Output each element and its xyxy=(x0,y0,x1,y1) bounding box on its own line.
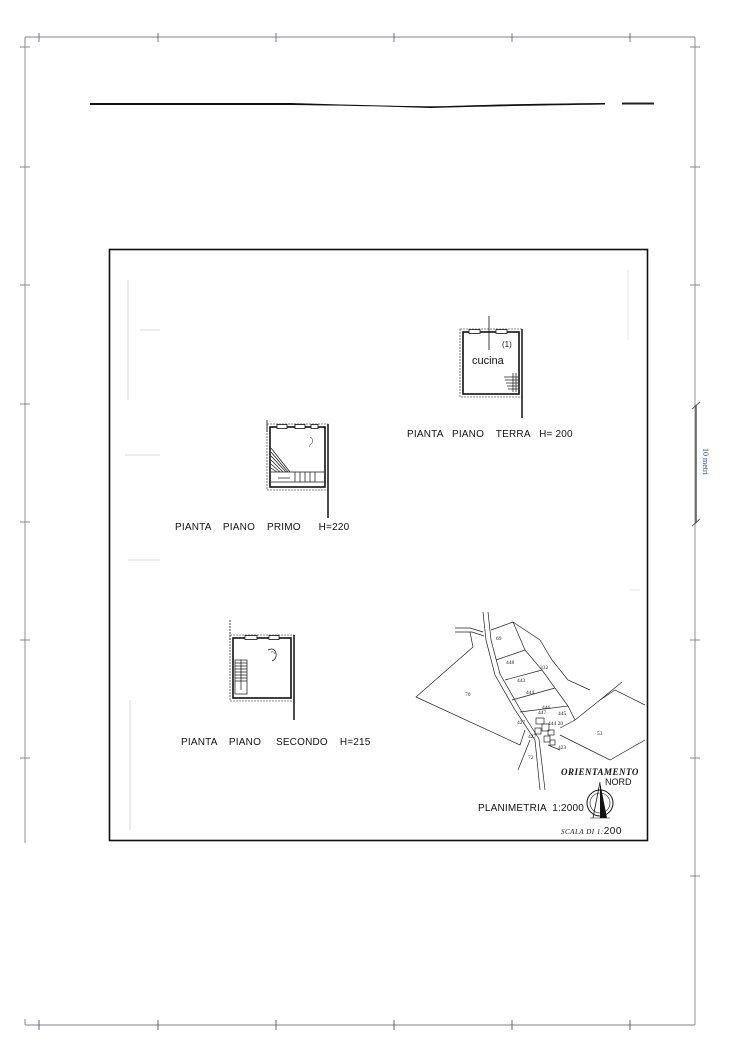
plan-title-terra: PIANTA PIANO TERRA H= 200 xyxy=(407,429,573,440)
parcel-427a: 427 xyxy=(517,720,526,726)
scale-label: SCALA DI 1:200 xyxy=(561,826,622,837)
parcel-444: 444 xyxy=(526,690,535,696)
parcel-448: 448 xyxy=(506,660,515,666)
planimetria-label: PLANIMETRIA 1:2000 xyxy=(478,803,585,814)
parcel-332: 332 xyxy=(540,665,549,671)
plan-title-secondo: PIANTA PIANO SECONDO H=215 xyxy=(181,737,371,748)
parcel-72: 72 xyxy=(528,755,534,761)
plan-title-primo: PIANTA PIANO PRIMO H=220 xyxy=(175,522,350,533)
parcel-447: 447 xyxy=(538,710,547,716)
parcel-445: 445 xyxy=(558,711,567,717)
parcel-427b: 427 xyxy=(528,734,537,740)
parcel-70: 70 xyxy=(465,692,471,698)
parcel-444-20: 444 20 xyxy=(548,721,564,727)
room-label-cucina: cucina xyxy=(472,355,504,367)
parcel-53: 53 xyxy=(597,731,603,737)
scale-value: 200 xyxy=(603,826,622,837)
parcel-443: 443 xyxy=(517,678,526,684)
scale-prefix: SCALA DI 1: xyxy=(561,828,604,836)
parcel-446: 446 xyxy=(542,705,551,711)
parcel-69: 69 xyxy=(496,636,502,642)
parcel-423: 423 xyxy=(558,745,567,751)
orientation-title: ORIENTAMENTO xyxy=(561,767,639,777)
room-marker: (1) xyxy=(502,340,512,349)
north-label: NORD xyxy=(605,777,632,787)
